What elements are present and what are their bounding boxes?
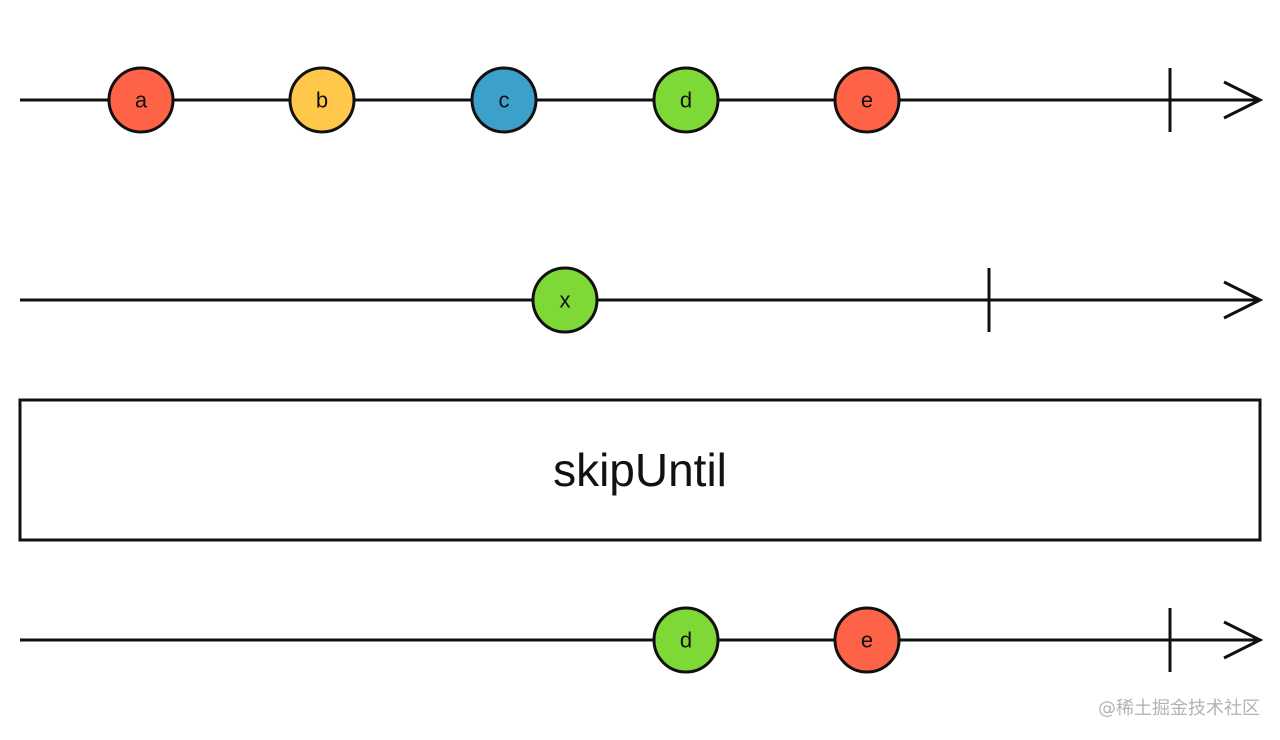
notifier-stream: x (20, 266, 1264, 334)
source-arrowhead (1223, 80, 1264, 120)
output-arrowhead (1223, 620, 1264, 660)
operator-frame (18, 398, 1262, 542)
operator-box: skipUntil (18, 398, 1262, 542)
marble-label: d (680, 88, 692, 113)
source-marble-a: a (107, 66, 175, 134)
source-marble-e: e (833, 66, 901, 134)
marble-circle (470, 66, 538, 134)
output-stream: d e (20, 606, 1264, 674)
marble-circle (107, 66, 175, 134)
marble-label: e (861, 628, 873, 653)
output-marble-e: e (833, 606, 901, 674)
output-marble-d: d (652, 606, 720, 674)
marble-label: x (560, 288, 571, 313)
notifier-arrowhead (1223, 280, 1264, 320)
marble-circle (652, 606, 720, 674)
source-stream: a b c d e (20, 66, 1264, 134)
marble-label: a (135, 88, 148, 113)
marble-circle (652, 66, 720, 134)
marble-label: b (316, 88, 328, 113)
marble-label: e (861, 88, 873, 113)
marble-label: c (499, 88, 510, 113)
marble-circle (531, 266, 599, 334)
notifier-marble-x: x (531, 266, 599, 334)
marble-circle (833, 606, 901, 674)
source-marble-d: d (652, 66, 720, 134)
source-marble-b: b (288, 66, 356, 134)
watermark: @稀土掘金技术社区 (1098, 698, 1260, 719)
marble-label: d (680, 628, 692, 653)
marble-circle (833, 66, 901, 134)
operator-label: skipUntil (553, 444, 727, 496)
source-marble-c: c (470, 66, 538, 134)
marble-circle (288, 66, 356, 134)
